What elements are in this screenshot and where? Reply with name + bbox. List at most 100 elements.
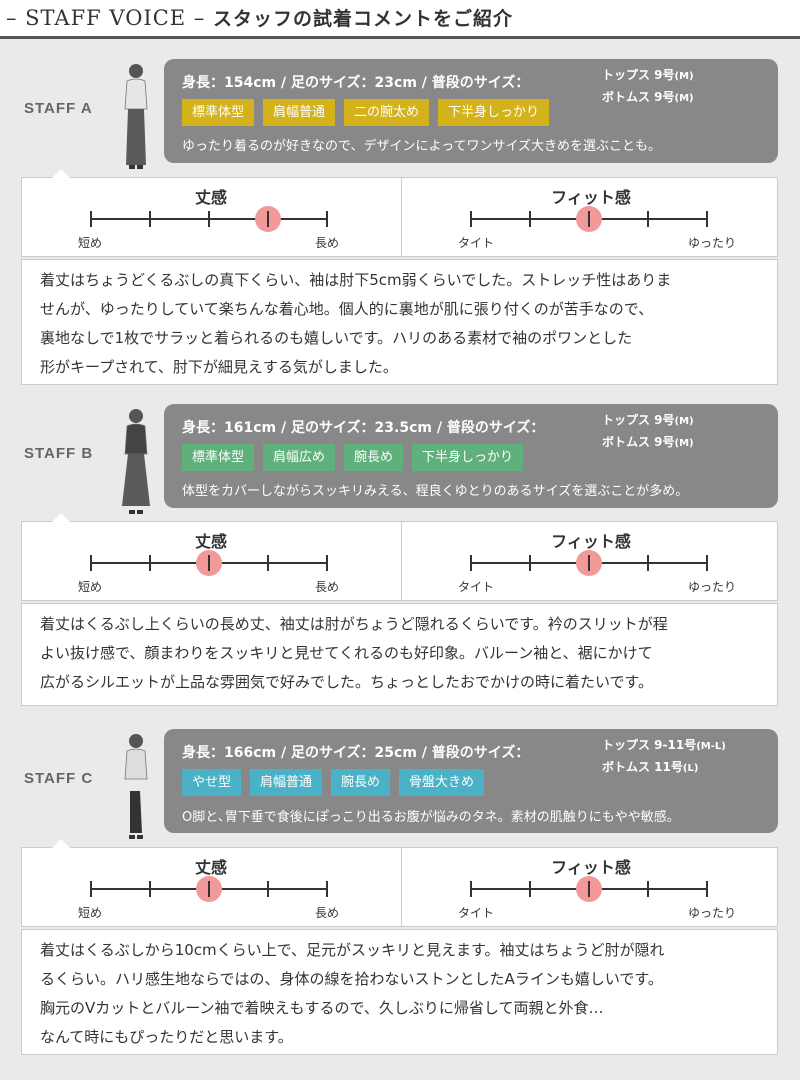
- bottoms-size: ボトムス 9号(M): [602, 432, 694, 454]
- scale-low-label: タイト: [458, 906, 495, 920]
- tops-size-note: (M): [674, 71, 694, 82]
- staff-label: STAFF C: [24, 770, 94, 787]
- scale-marker-tick: [588, 211, 590, 227]
- scale-tick: [529, 881, 531, 897]
- tops-size-value: トップス 9-11号: [602, 738, 697, 752]
- usual-sizes: トップス 9号(M)ボトムス 9号(M): [602, 410, 694, 454]
- header-rule: [0, 36, 800, 39]
- page-header: – STAFF VOICE – スタッフの試着コメントをご紹介: [0, 0, 800, 39]
- usual-sizes: トップス 9-11号(M-L)ボトムス 11号(L): [602, 735, 726, 779]
- scale-tick: [470, 881, 472, 897]
- title-ja: スタッフの試着コメントをご紹介: [212, 8, 513, 30]
- scale-low-label: タイト: [458, 236, 495, 250]
- scale-tick: [706, 881, 708, 897]
- comment-line: 胸元のVカットとバルーン袖で着映えもするので、久しぶりに帰省して両親と外食…: [40, 999, 604, 1017]
- scale-high-label: 長め: [315, 236, 340, 250]
- scale-tick: [267, 881, 269, 897]
- scale-high-label: ゆったり: [688, 906, 737, 920]
- scale-marker-tick: [267, 211, 269, 227]
- scale-title: 丈感: [194, 858, 227, 877]
- scale-tick: [149, 881, 151, 897]
- fit-scales-box: 丈感短め長めフィット感タイトゆったり: [21, 513, 780, 601]
- scale-marker-tick: [588, 555, 590, 571]
- bottoms-size: ボトムス 11号(L): [602, 757, 726, 779]
- bottoms-size-value: ボトムス 9号: [602, 435, 675, 449]
- staff-comment: 着丈はちょうどくるぶしの真下くらい、袖は肘下5cm弱くらいでした。ストレッチ性は…: [21, 259, 778, 385]
- scale-marker-tick: [588, 881, 590, 897]
- scale-tick: [647, 881, 649, 897]
- scale-divider: [401, 848, 402, 926]
- staff-label: STAFF B: [24, 445, 94, 462]
- body-type-tag: 腕長め: [331, 769, 391, 796]
- staff-avatar: [116, 61, 156, 175]
- scale-tick: [529, 211, 531, 227]
- bottoms-size-note: (M): [674, 93, 694, 104]
- bottoms-size-note: (M): [674, 438, 694, 449]
- scale-tick: [647, 555, 649, 571]
- scale-marker-tick: [208, 555, 210, 571]
- body-type-tag: 下半身しっかり: [412, 444, 524, 471]
- bottoms-size-value: ボトムス 11号: [602, 760, 683, 774]
- comment-line: 着丈はくるぶしから10cmくらい上で、足元がスッキリと見えます。袖丈はちょうど肘…: [40, 941, 665, 959]
- staff-stats: 身長：161cm / 足のサイズ：23.5cm / 普段のサイズ：: [182, 420, 545, 436]
- page-title: – STAFF VOICE – スタッフの試着コメントをご紹介: [6, 4, 513, 31]
- fit-scale: フィット感タイトゆったり: [402, 522, 780, 600]
- scale-tick: [706, 555, 708, 571]
- staff-avatar: [116, 406, 156, 520]
- tops-size: トップス 9-11号(M-L): [602, 735, 726, 757]
- body-type-tags: 標準体型肩幅普通二の腕太め下半身しっかり: [182, 99, 550, 126]
- scale-low-label: タイト: [458, 580, 495, 594]
- comment-line: 裏地なしで1枚でサラッと着られるのも嬉しいです。ハリのある素材で袖のポワンとした: [40, 329, 633, 347]
- body-type-tag: やせ型: [182, 769, 242, 796]
- scale-tick: [326, 555, 328, 571]
- body-type-tag: 標準体型: [182, 99, 255, 126]
- comment-line: よい抜け感で、顔まわりをスッキリと見せてくれるのも好印象。バルーン袖と、裾にかけ…: [40, 644, 653, 662]
- scale-low-label: 短め: [78, 580, 103, 594]
- scale-title: フィット感: [551, 858, 631, 877]
- staff-label: STAFF A: [24, 100, 93, 117]
- comment-line: 着丈はくるぶし上くらいの長め丈、袖丈は肘がちょうど隠れるくらいです。衿のスリット…: [40, 615, 668, 633]
- comment-line: 広がるシルエットが上品な雰囲気で好みでした。ちょっとしたおでかけの時に着たいです…: [40, 673, 654, 691]
- scale-tick: [90, 881, 92, 897]
- staff-stats: 身長：166cm / 足のサイズ：25cm / 普段のサイズ：: [182, 745, 530, 761]
- body-type-tags: 標準体型肩幅広め腕長め下半身しっかり: [182, 444, 524, 471]
- scale-title: 丈感: [194, 532, 227, 551]
- size-preference-text: ゆったり着るのが好きなので、デザインによってワンサイズ大きめを選ぶことも。: [182, 139, 662, 154]
- comment-line: るくらい。ハリ感生地ならではの、身体の線を拾わないストンとしたAラインも嬉しいで…: [40, 970, 663, 988]
- title-en: – STAFF VOICE –: [6, 6, 206, 30]
- length-scale: 丈感短め長め: [22, 522, 400, 600]
- scale-tick: [208, 211, 210, 227]
- bottoms-size: ボトムス 9号(M): [602, 87, 694, 109]
- body-type-tags: やせ型肩幅普通腕長め骨盤大きめ: [182, 769, 485, 796]
- staff-info-panel: 身長：166cm / 足のサイズ：25cm / 普段のサイズ： トップス 9-11…: [164, 729, 778, 833]
- scale-tick: [706, 211, 708, 227]
- scale-high-label: 長め: [315, 906, 340, 920]
- staff-comment: 着丈はくるぶし上くらいの長め丈、袖丈は肘がちょうど隠れるくらいです。衿のスリット…: [21, 603, 778, 706]
- comment-line: せんが、ゆったりしていて楽ちんな着心地。個人的に裏地が肌に張り付くのが苦手なので…: [40, 300, 654, 318]
- tops-size-note: (M): [674, 416, 694, 427]
- staff-info-panel: 身長：154cm / 足のサイズ：23cm / 普段のサイズ：トップス 9号(M…: [164, 59, 778, 163]
- scale-tick: [90, 555, 92, 571]
- comment-line: 着丈はちょうどくるぶしの真下くらい、袖は肘下5cm弱くらいでした。ストレッチ性は…: [40, 271, 672, 289]
- staff-info-panel: 身長：161cm / 足のサイズ：23.5cm / 普段のサイズ： トップス 9号…: [164, 404, 778, 508]
- tops-size-value: トップス 9号: [602, 68, 675, 82]
- body-type-tag: 腕長め: [344, 444, 404, 471]
- comment-line: なんて時にもぴったりだと思います。: [40, 1028, 293, 1046]
- scale-low-label: 短め: [78, 236, 103, 250]
- scale-divider: [401, 522, 402, 600]
- scale-tick: [529, 555, 531, 571]
- scale-tick: [90, 211, 92, 227]
- speech-pointer: [52, 169, 70, 178]
- usual-sizes: トップス 9号(M)ボトムス 9号(M): [602, 65, 694, 109]
- scale-high-label: ゆったり: [688, 236, 737, 250]
- body-type-tag: 肩幅普通: [250, 769, 323, 796]
- body-type-tag: 骨盤大きめ: [399, 769, 485, 796]
- comment-line: 形がキープされて、肘下が細見えする気がしました。: [40, 358, 398, 376]
- scale-tick: [149, 211, 151, 227]
- scale-tick: [326, 211, 328, 227]
- length-scale: 丈感短め長め: [22, 848, 400, 926]
- length-scale: 丈感短め長め: [22, 178, 400, 256]
- body-type-tag: 二の腕太め: [344, 99, 430, 126]
- staff-comment: 着丈はくるぶしから10cmくらい上で、足元がスッキリと見えます。袖丈はちょうど肘…: [21, 929, 778, 1055]
- scale-divider: [401, 178, 402, 256]
